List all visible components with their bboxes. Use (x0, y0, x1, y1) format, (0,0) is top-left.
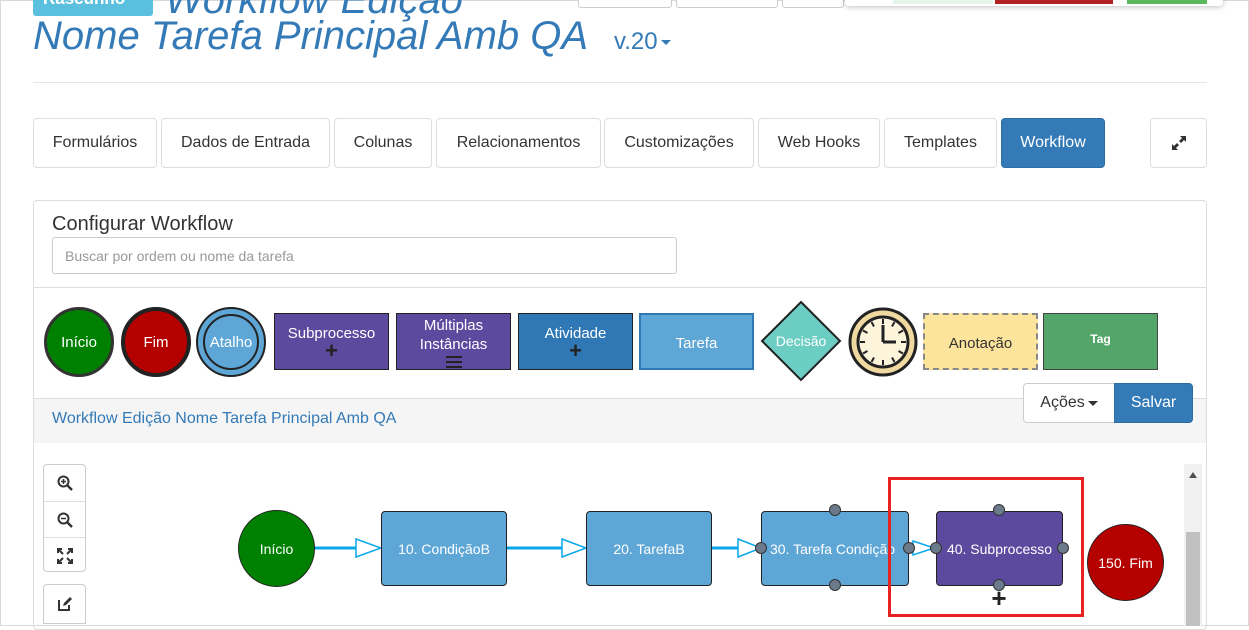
scroll-thumb[interactable] (1186, 532, 1200, 626)
palette-atividade[interactable]: Atividade + (518, 313, 633, 370)
palette-fim[interactable]: Fim (121, 307, 191, 377)
node-20-tarefab[interactable]: 20. TarefaB (586, 511, 712, 586)
connection-handle-bottom[interactable] (829, 579, 841, 591)
palette-atalho-label: Atalho (209, 333, 253, 351)
edit-icon (57, 597, 72, 611)
notification-toast (845, 0, 1223, 6)
arrow-up-icon (1189, 472, 1197, 478)
save-button[interactable]: Salvar (1114, 383, 1193, 423)
tab-workflow[interactable]: Workflow (1001, 118, 1105, 168)
node-30-tarefa-condicao[interactable]: 30. Tarefa Condição (761, 511, 909, 586)
workflow-title: Workflow Edição Nome Tarefa Principal Am… (52, 410, 397, 427)
plus-icon: + (569, 338, 582, 363)
clock-icon (848, 307, 918, 377)
connection-handle-top[interactable] (993, 504, 1005, 516)
node-30-label: 30. Tarefa Condição (770, 540, 896, 557)
tab-relacionamentos[interactable]: Relacionamentos (436, 118, 601, 168)
node-inicio-label: Início (259, 540, 294, 557)
palette-atalho[interactable]: Atalho (196, 307, 266, 377)
node-150-label: 150. Fim (1098, 554, 1153, 571)
connection-handle-left[interactable] (755, 542, 767, 554)
fit-screen-button[interactable] (44, 537, 85, 574)
divider (33, 82, 1207, 83)
palette-subprocesso[interactable]: Subprocesso + (274, 313, 389, 370)
connection-handle-right[interactable] (903, 542, 915, 554)
node-10-condicaob[interactable]: 10. CondiçãoB (381, 511, 507, 586)
divider (34, 287, 1206, 288)
page-title: Nome Tarefa Principal Amb QA (33, 14, 589, 58)
caret-down-icon (1087, 400, 1098, 406)
zoom-in-icon (57, 475, 73, 491)
tab-dados-de-entrada[interactable]: Dados de Entrada (161, 118, 330, 168)
version-label: v.20 (614, 28, 658, 55)
caret-down-icon (660, 40, 671, 46)
plus-icon: + (325, 338, 338, 363)
zoom-out-button[interactable] (44, 501, 85, 538)
tab-templates[interactable]: Templates (884, 118, 997, 168)
arrow-head (561, 537, 589, 559)
top-button-3[interactable] (782, 0, 844, 8)
connection-handle-right[interactable] (1057, 542, 1069, 554)
palette-tarefa-label: Tarefa (675, 335, 718, 352)
arrow-head (355, 537, 384, 559)
connection-handle-bottom[interactable] (993, 579, 1005, 591)
zoom-controls (43, 464, 86, 572)
palette-atividade-label: Atividade (544, 325, 607, 342)
tab-web-hooks[interactable]: Web Hooks (758, 118, 880, 168)
node-150-fim[interactable]: 150. Fim (1087, 524, 1164, 601)
acoes-dropdown[interactable]: Ações (1023, 383, 1115, 423)
fit-screen-icon (56, 548, 73, 564)
fullscreen-button[interactable] (1150, 118, 1207, 168)
node-20-label: 20. TarefaB (613, 540, 685, 557)
top-button-1[interactable] (578, 0, 672, 8)
palette-fim-label: Fim (143, 333, 169, 351)
top-button-2[interactable] (676, 0, 778, 8)
palette-multiplas-instancias[interactable]: Múltiplas Instâncias (396, 313, 511, 370)
tab-colunas[interactable]: Colunas (334, 118, 432, 168)
acoes-label: Ações (1040, 394, 1085, 411)
palette-decisao[interactable]: Decisão (760, 300, 842, 382)
palette-tarefa[interactable]: Tarefa (639, 313, 754, 370)
palette-inicio-label: Início (61, 333, 97, 351)
search-input[interactable] (52, 237, 677, 274)
arrow-head (737, 537, 764, 559)
node-inicio[interactable]: Início (238, 510, 315, 587)
tab-customizacoes[interactable]: Customizações (604, 118, 754, 168)
diamond-icon (760, 300, 842, 382)
palette-inicio[interactable]: Início (44, 307, 114, 377)
scroll-up-button[interactable] (1184, 464, 1202, 486)
node-10-label: 10. CondiçãoB (398, 540, 490, 557)
connection-handle-left[interactable] (930, 542, 942, 554)
page-title-line1: Workflow Edição (165, 0, 463, 22)
version-dropdown[interactable]: v.20 (614, 28, 671, 56)
palette-anotacao[interactable]: Anotação (923, 313, 1038, 370)
selection-highlight (888, 477, 1084, 617)
palette-decisao-label: Decisão (775, 333, 827, 349)
zoom-out-icon (57, 512, 73, 528)
tab-formularios[interactable]: Formulários (33, 118, 157, 168)
node-40-subprocesso[interactable]: 40. Subprocesso (936, 511, 1063, 586)
zoom-in-button[interactable] (44, 465, 85, 501)
edit-button[interactable] (43, 584, 86, 624)
palette-anotacao-label: Anotação (948, 335, 1013, 352)
status-badge: Rascunho (33, 0, 153, 16)
config-title: Configurar Workflow (52, 213, 233, 235)
palette-subprocesso-label: Subprocesso (287, 325, 376, 342)
palette-multiplas-label-2: Instâncias (419, 335, 488, 353)
subprocess-plus-icon: + (991, 583, 1007, 613)
palette-tag-label: Tag (1090, 331, 1111, 346)
node-40-label: 40. Subprocesso (946, 540, 1053, 557)
workflow-header (34, 398, 1206, 443)
palette-tag[interactable]: Tag (1043, 313, 1158, 370)
palette-timer[interactable] (848, 307, 918, 377)
palette-multiplas-label-1: Múltiplas (423, 316, 484, 334)
expand-icon (1171, 136, 1186, 150)
connection-handle-top[interactable] (829, 504, 841, 516)
parallel-bars-icon (445, 355, 462, 368)
